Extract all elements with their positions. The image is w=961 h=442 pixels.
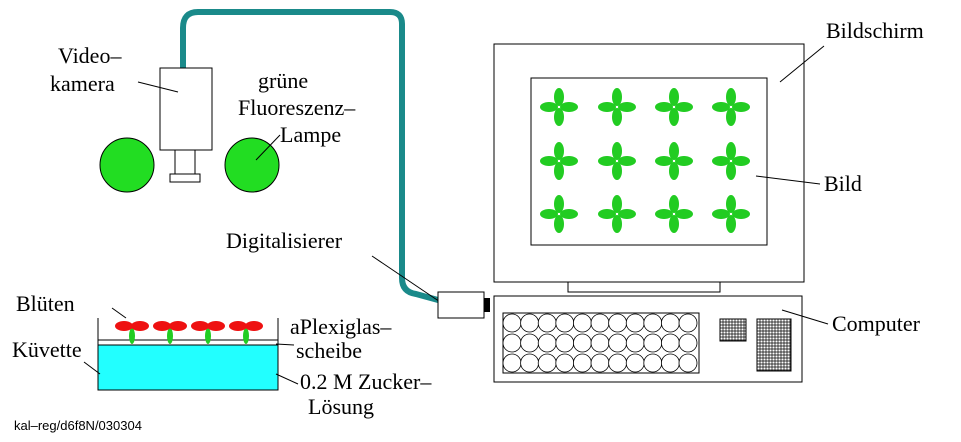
keyboard-key-icon	[590, 353, 610, 373]
keyboard-key-icon	[625, 353, 645, 373]
flower-icon	[598, 142, 636, 180]
keyboard-key-icon	[678, 313, 698, 333]
label-videokamera-1: Video–	[58, 43, 122, 68]
leader-blueten	[111, 307, 127, 319]
flower-icon	[598, 195, 636, 233]
lamp-icon	[99, 137, 155, 193]
flower-icon	[712, 88, 750, 126]
flower-icon	[540, 88, 578, 126]
leader-computer	[781, 309, 829, 325]
video-camera-icon	[159, 67, 213, 183]
leader-camera	[137, 81, 179, 93]
vent-grid-small	[719, 318, 747, 342]
keyboard-key-icon	[625, 333, 645, 353]
leader-bildschirm	[779, 45, 825, 83]
blossom	[153, 321, 187, 344]
blossoms	[115, 321, 263, 344]
keyboard-key-icon	[573, 333, 592, 353]
keyboard-key-icon	[573, 353, 592, 373]
keyboard-key-icon	[537, 333, 557, 353]
label-videokamera-2: kamera	[50, 71, 115, 96]
label-kuevette: Küvette	[12, 337, 82, 362]
footer-code: kal–reg/d6f8N/030304	[14, 418, 142, 433]
keyboard-key-icon	[502, 313, 522, 333]
keyboard-key-icon	[555, 313, 575, 333]
keyboard-key-icon	[661, 353, 680, 373]
keyboard-key-icon	[661, 333, 680, 353]
keyboard-key-icon	[608, 313, 627, 333]
cuvette	[97, 318, 279, 391]
keyboard-key-icon	[520, 333, 539, 353]
keyboard-key-icon	[643, 333, 663, 353]
screen-image	[540, 88, 750, 233]
computer	[493, 295, 803, 383]
keyboard-key-icon	[520, 353, 539, 373]
leader-loesung	[275, 373, 299, 385]
digitizer-icon	[437, 291, 490, 319]
keyboard-key-icon	[608, 333, 627, 353]
keyboard-key-icon	[625, 313, 645, 333]
keyboard-key-icon	[502, 353, 522, 373]
label-plexiglas-1: aPlexiglas–	[290, 314, 392, 339]
keyboard-key-icon	[643, 353, 663, 373]
blossom	[229, 321, 263, 344]
keyboard-key-icon	[537, 353, 557, 373]
label-bild: Bild	[824, 171, 862, 196]
flower-icon	[598, 88, 636, 126]
label-digitalisierer: Digitalisierer	[226, 228, 343, 253]
keyboard-key-icon	[537, 313, 557, 333]
keyboard-key-icon	[678, 353, 698, 373]
label-lampe-1: grüne	[258, 68, 308, 93]
label-blueten: Blüten	[16, 291, 75, 316]
blossom	[191, 321, 225, 344]
monitor	[493, 43, 805, 293]
flower-icon	[655, 142, 693, 180]
keyboard-key-icon	[643, 313, 663, 333]
keyboard-key-icon	[590, 333, 610, 353]
keyboard-key-icon	[590, 313, 610, 333]
flower-icon	[540, 142, 578, 180]
leader-kuevette	[83, 361, 101, 375]
blossom	[115, 321, 149, 344]
flower-icon	[540, 195, 578, 233]
flower-icon	[655, 88, 693, 126]
lamp-icon	[224, 137, 280, 193]
keyboard-key-icon	[608, 353, 627, 373]
leader-lamp	[255, 134, 281, 161]
keyboard	[502, 313, 698, 373]
leader-plexiglas	[275, 343, 295, 346]
label-bildschirm: Bildschirm	[826, 18, 924, 43]
keyboard-key-icon	[555, 353, 575, 373]
label-plexiglas-2: scheibe	[296, 338, 362, 363]
label-lampe-2: Fluoreszenz–	[238, 95, 356, 120]
label-computer: Computer	[832, 311, 921, 336]
flower-icon	[655, 195, 693, 233]
keyboard-key-icon	[678, 333, 698, 353]
flower-icon	[712, 195, 750, 233]
keyboard-key-icon	[661, 313, 680, 333]
cable	[180, 9, 441, 303]
label-lampe-3: Lampe	[280, 122, 341, 147]
keyboard-key-icon	[555, 333, 575, 353]
keyboard-key-icon	[520, 313, 539, 333]
label-loesung-1: 0.2 M Zucker–	[300, 369, 432, 394]
keyboard-key-icon	[502, 333, 522, 353]
vent-grid-large	[756, 318, 792, 372]
plexiglas-plate	[97, 339, 279, 346]
leader-bild	[755, 175, 821, 185]
keyboard-key-icon	[573, 313, 592, 333]
label-loesung-2: Lösung	[308, 394, 374, 419]
flower-icon	[712, 142, 750, 180]
